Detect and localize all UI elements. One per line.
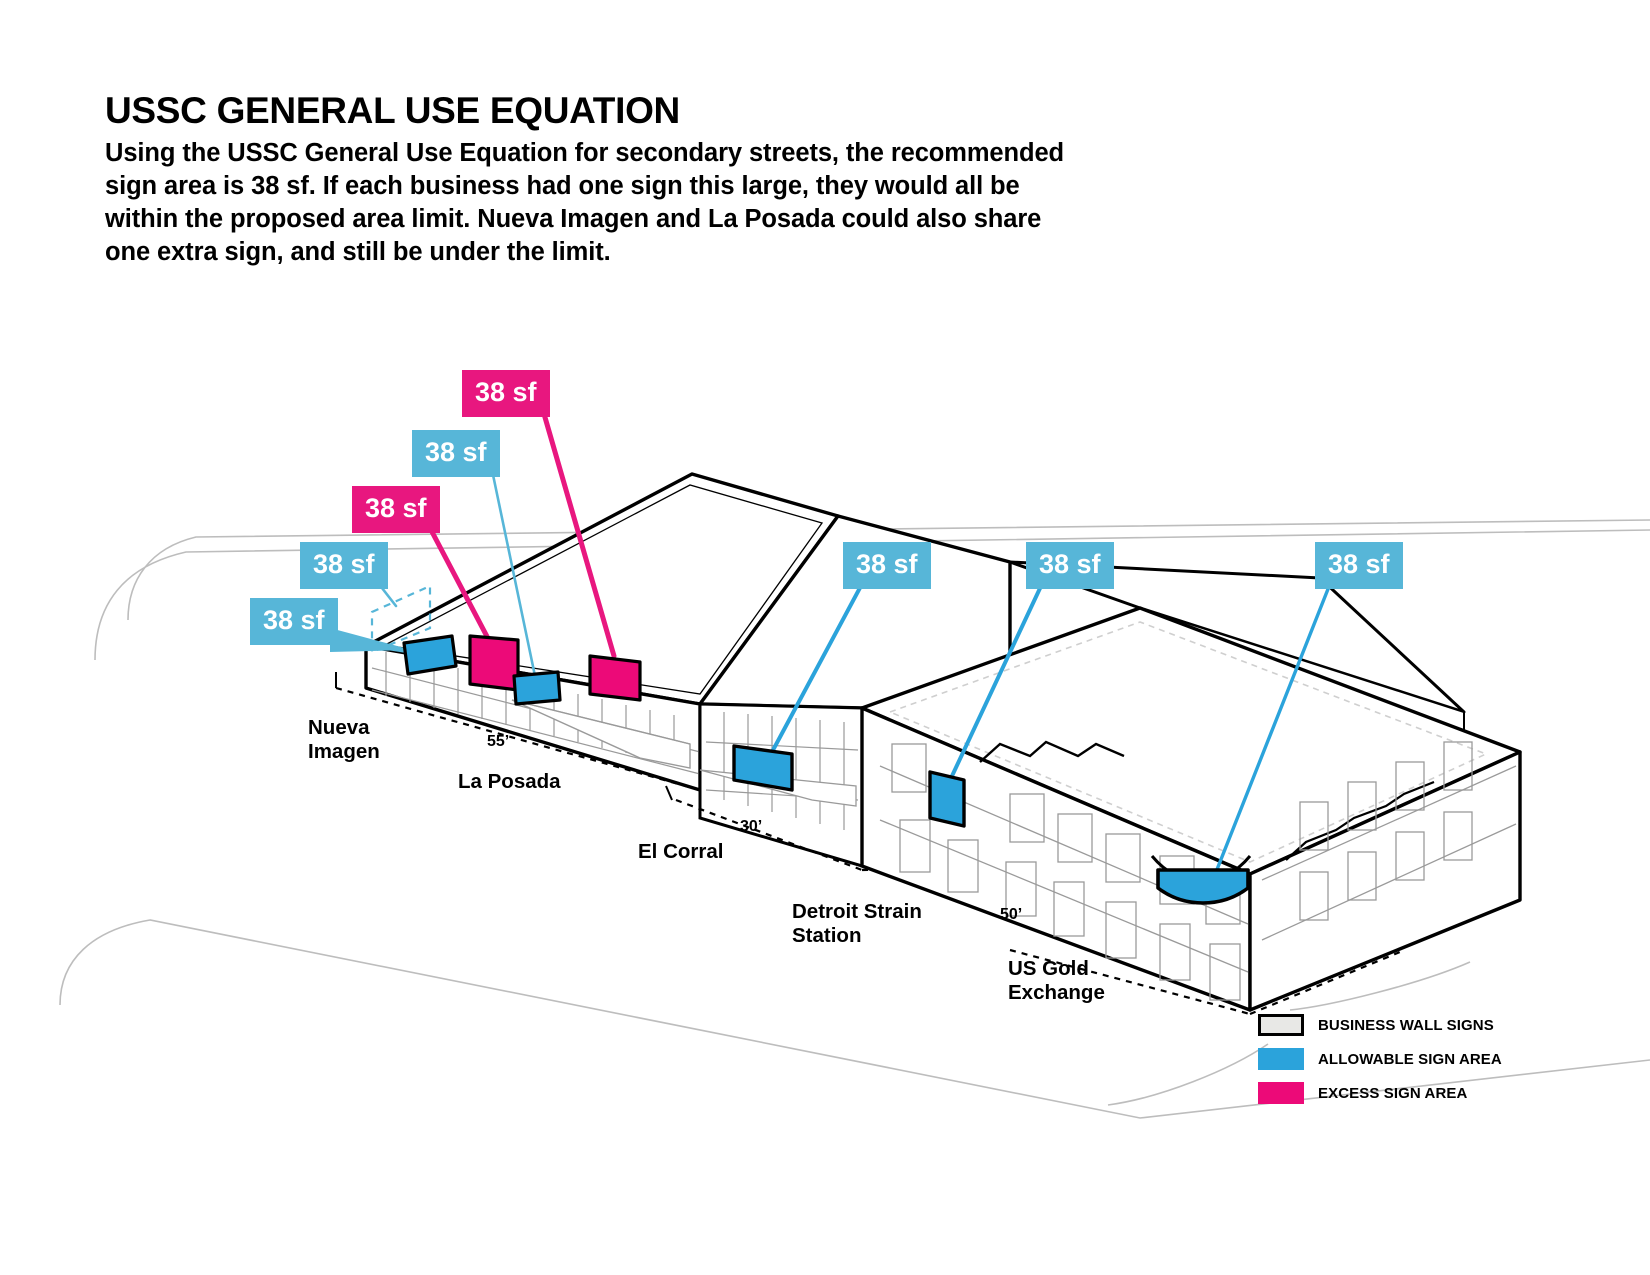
header-block: USSC GENERAL USE EQUATION Using the USSC… xyxy=(105,90,1065,269)
sign-el-corral-allowable xyxy=(732,744,794,792)
callout-flag-2[interactable]: 38 sf xyxy=(300,542,388,589)
business-label-la-posada: La Posada xyxy=(458,770,561,793)
sign-excess-2 xyxy=(588,654,642,702)
business-label-us-gold-exchange: US Gold Exchange xyxy=(1008,957,1105,1004)
business-label-el-corral: El Corral xyxy=(638,840,724,863)
business-label-nueva-imagen: Nueva Imagen xyxy=(308,716,380,763)
legend-swatch-allowable-sign-area xyxy=(1258,1048,1304,1070)
sign-excess-1 xyxy=(468,634,520,692)
callout-flag-4[interactable]: 38 sf xyxy=(412,430,500,477)
dimension-50ft: 50’ xyxy=(1000,906,1023,923)
legend-swatch-excess-sign-area xyxy=(1258,1082,1304,1104)
legend-row-allowable-sign-area: ALLOWABLE SIGN AREA xyxy=(1258,1046,1502,1072)
legend-label-excess-sign-area: EXCESS SIGN AREA xyxy=(1318,1084,1468,1102)
page-title: USSC GENERAL USE EQUATION xyxy=(105,90,680,131)
legend-row-excess-sign-area: EXCESS SIGN AREA xyxy=(1258,1080,1502,1106)
sign-shapes xyxy=(402,634,1250,905)
legend-label-business-wall-signs: BUSINESS WALL SIGNS xyxy=(1318,1016,1494,1034)
callout-flag-6[interactable]: 38 sf xyxy=(843,542,931,589)
sign-detroit-strain-allowable xyxy=(928,770,966,828)
business-label-detroit-strain-station: Detroit Strain Station xyxy=(792,900,922,947)
callout-flag-8[interactable]: 38 sf xyxy=(1315,542,1403,589)
callout-flag-5[interactable]: 38 sf xyxy=(462,370,550,417)
sign-us-gold-allowable xyxy=(1156,868,1250,905)
sign-la-posada-allowable xyxy=(512,670,562,706)
street-lines xyxy=(59,519,1650,1119)
dimension-30ft: 30’ xyxy=(740,818,763,835)
callout-flag-1[interactable]: 38 sf xyxy=(250,598,338,645)
page-description: Using the USSC General Use Equation for … xyxy=(105,138,1065,267)
callout-flag-7[interactable]: 38 sf xyxy=(1026,542,1114,589)
legend-swatch-business-wall-signs xyxy=(1258,1014,1304,1036)
legend: BUSINESS WALL SIGNS ALLOWABLE SIGN AREA … xyxy=(1258,1012,1502,1114)
callout-leaders xyxy=(328,397,1332,874)
legend-row-business-wall-signs: BUSINESS WALL SIGNS xyxy=(1258,1012,1502,1038)
legend-label-allowable-sign-area: ALLOWABLE SIGN AREA xyxy=(1318,1050,1502,1068)
dimension-55ft: 55’ xyxy=(487,733,510,750)
callout-flag-3[interactable]: 38 sf xyxy=(352,486,440,533)
sign-nueva-imagen-allowable xyxy=(402,634,458,676)
